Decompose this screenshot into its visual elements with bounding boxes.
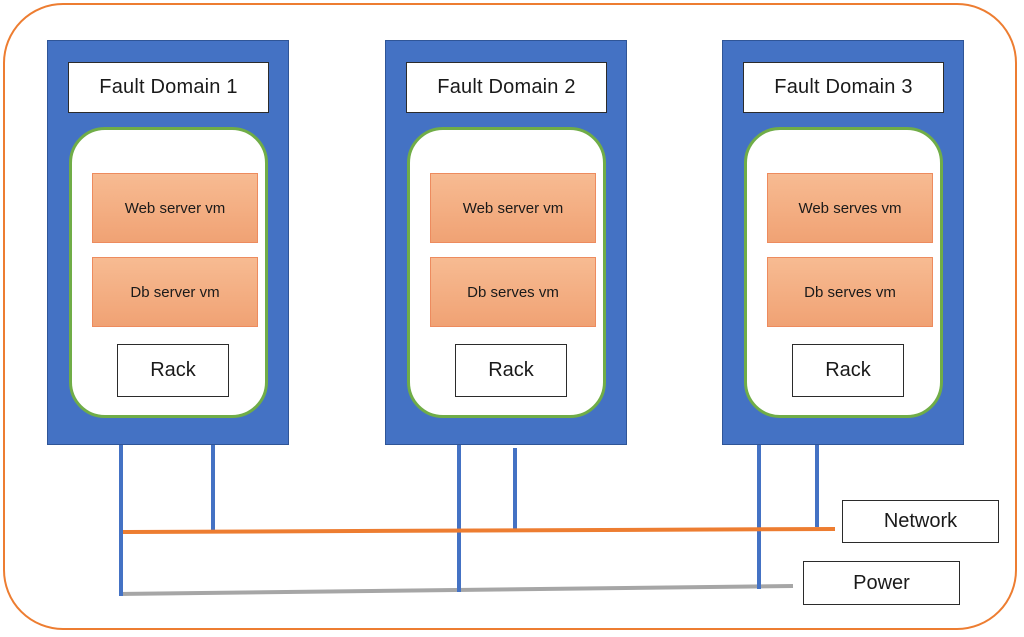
fault-domain-2-rack-label: Rack [455,344,567,397]
fault-domain-2-db-vm-box: Db serves vm [430,257,596,327]
fault-domain-2-web-vm-box: Web server vm [430,173,596,243]
fault-domain-3-rack-container: Web serves vm Db serves vm Rack [744,127,943,418]
fault-domain-1-web-vm-box: Web server vm [92,173,258,243]
fault-domain-3-web-vm-box: Web serves vm [767,173,933,243]
fault-domain-1-rack-label: Rack [117,344,229,397]
fault-domain-1-title: Fault Domain 1 [68,62,269,113]
fault-domain-1: Fault Domain 1 Web server vm Db server v… [47,40,289,445]
fault-domain-1-rack-container: Web server vm Db server vm Rack [69,127,268,418]
fault-domain-3-title: Fault Domain 3 [743,62,944,113]
fault-domain-2: Fault Domain 2 Web server vm Db serves v… [385,40,627,445]
network-label-box: Network [842,500,999,543]
fault-domain-3-db-vm-box: Db serves vm [767,257,933,327]
diagram-outer-border [3,3,1017,630]
fault-domain-2-title: Fault Domain 2 [406,62,607,113]
fault-domain-1-db-vm-box: Db server vm [92,257,258,327]
fault-domain-2-rack-container: Web server vm Db serves vm Rack [407,127,606,418]
power-label-box: Power [803,561,960,605]
fault-domain-3: Fault Domain 3 Web serves vm Db serves v… [722,40,964,445]
fault-domain-3-rack-label: Rack [792,344,904,397]
